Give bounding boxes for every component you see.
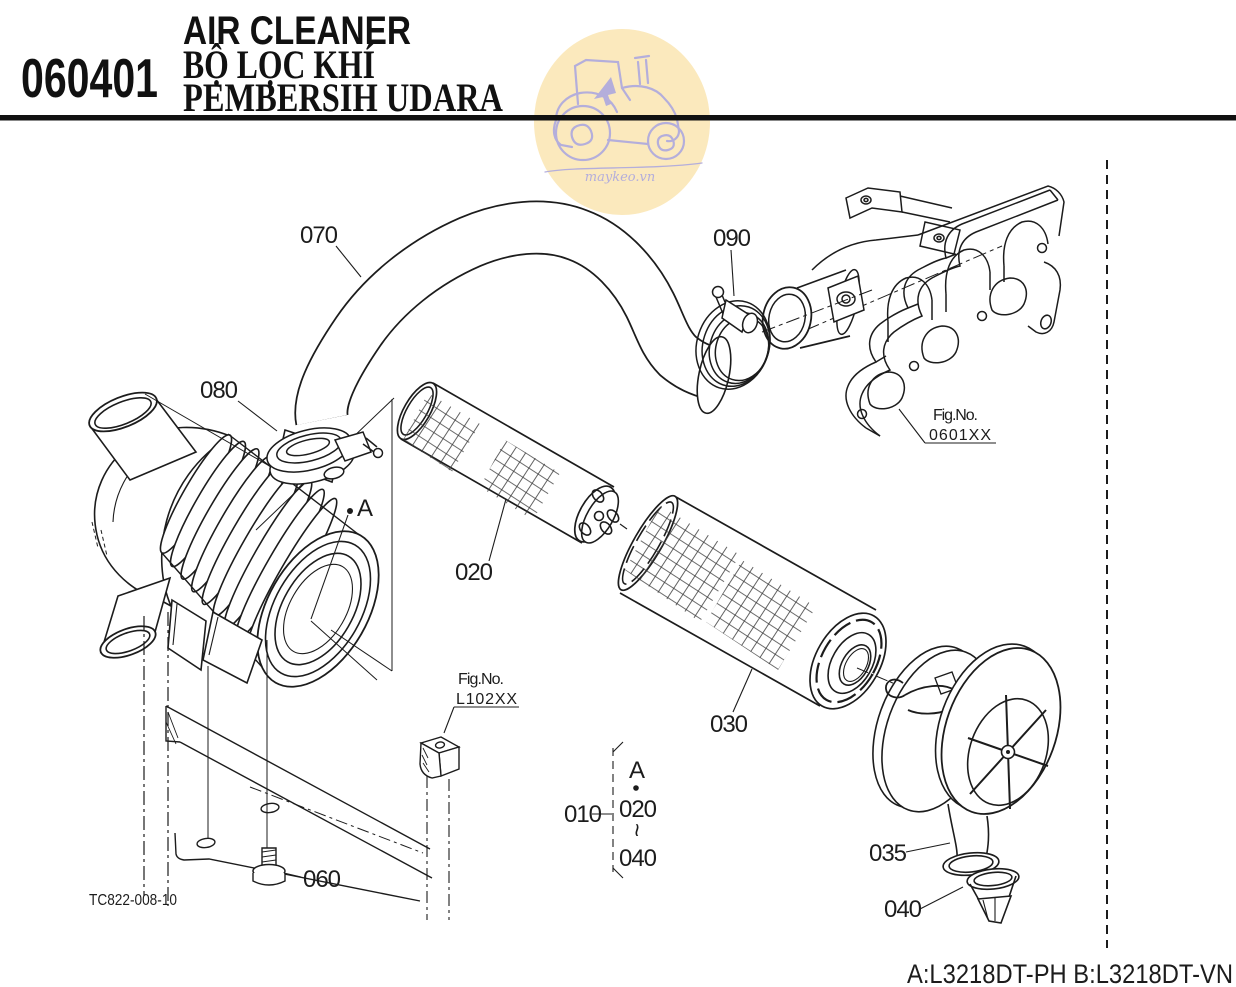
watermark-text: maykeo.vn [585, 170, 655, 185]
leader-lines [237, 245, 996, 910]
header-rule [0, 115, 1236, 121]
dust-cup-assembly [872, 643, 1062, 924]
fig-ref-frame-label: Fig.No. [458, 671, 504, 688]
hose-clamp-090 [695, 285, 771, 390]
end-cap-holes [578, 489, 620, 536]
title-english: AIR CLEANER [183, 9, 411, 53]
air-cleaner-body [88, 391, 380, 688]
filter-element-inner [396, 381, 628, 544]
callout-080: 080 [200, 377, 238, 404]
callout-090: 090 [713, 225, 751, 252]
callout-035: 035 [869, 840, 907, 867]
callout-070: 070 [300, 222, 338, 249]
marker-a-dot [347, 508, 353, 514]
section-code: 060401 [21, 47, 158, 109]
fig-references: Fig.No. 0601XX Fig.No. L102XX [456, 407, 991, 708]
mount-foot-right [202, 610, 263, 685]
mesh-patch [706, 560, 816, 670]
mesh-patch [403, 393, 480, 472]
group-item-a: A [629, 757, 645, 784]
callout-040: 040 [884, 896, 922, 923]
model-applicability: A:L3218DT-PH B:L3218DT-VN [907, 959, 1233, 987]
watermark: maykeo.vn [534, 29, 710, 215]
callout-060: 060 [303, 866, 341, 893]
title-vietnamese: BỘ LỌC KHÍ [183, 42, 375, 87]
fig-ref-manifold-code: 0601XX [929, 427, 991, 444]
intake-manifold [761, 185, 1065, 437]
air-cleaner-hose [294, 200, 732, 426]
filter-element-outer [617, 494, 927, 710]
body-mouth [256, 530, 380, 688]
mesh-patch [625, 505, 740, 622]
drawing-code: TC822-008-10 [89, 892, 177, 909]
mesh-patch [480, 440, 560, 520]
projection-lines [207, 640, 268, 848]
page-header: 060401 AIR CLEANER BỘ LỌC KHÍ PEMBERSIH … [0, 9, 1236, 121]
fig-ref-manifold-label: Fig.No. [933, 407, 978, 424]
group-part-number: 010 [564, 801, 602, 828]
mount-foot-left [167, 598, 207, 672]
callout-020: 020 [455, 559, 493, 586]
flange-bolt [252, 847, 286, 886]
title-indonesian: PEMBERSIH UDARA [183, 75, 503, 120]
mounting-frame [143, 612, 433, 906]
evacuator-valve [966, 867, 1020, 924]
marker-a: A [357, 495, 373, 522]
frame-bracket-clip [419, 736, 461, 920]
group-dot [633, 785, 639, 791]
group-item-tilde: ~ [623, 823, 650, 837]
group-item-040: 040 [619, 845, 657, 872]
group-callout-010: 010 A 020 ~ 040 [564, 757, 657, 872]
tractor-icon [544, 54, 703, 173]
hose-clamp-080 [266, 427, 384, 485]
callout-030: 030 [710, 711, 748, 738]
frame-centerlines [143, 612, 169, 906]
watermark-circle [534, 29, 710, 215]
fig-ref-frame-code: L102XX [456, 691, 517, 708]
group-item-020: 020 [619, 796, 657, 823]
part-callouts: 070 090 080 020 030 060 035 040 A 010 A … [200, 222, 922, 923]
